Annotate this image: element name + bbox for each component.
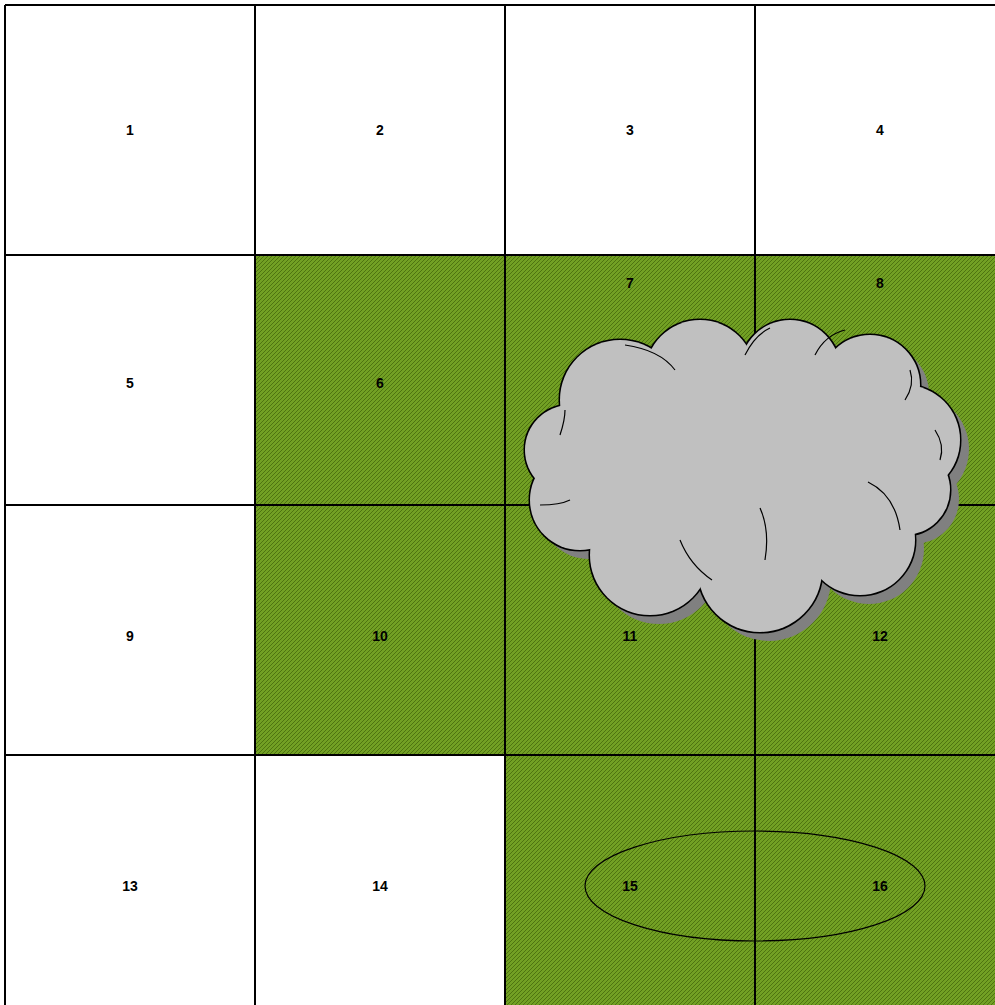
- cell-number: 5: [126, 375, 134, 391]
- cell-number: 8: [876, 275, 884, 291]
- grid-cell: 1: [5, 5, 255, 255]
- cloud-curls: [540, 328, 942, 580]
- cell-number: 10: [372, 628, 388, 644]
- grid-cell: 7: [505, 255, 755, 505]
- cell-number: 11: [623, 628, 638, 644]
- cell-number: 3: [626, 122, 634, 138]
- grid-cell: 8: [755, 255, 995, 505]
- cell-number: 2: [376, 122, 384, 138]
- grid-lines: [5, 5, 995, 1005]
- grid-cell: 4: [755, 5, 995, 255]
- grid-cell: 16: [755, 755, 995, 1005]
- grid-cell: 9: [5, 505, 255, 755]
- grid-cell: 3: [505, 5, 755, 255]
- grid-cell: 2: [255, 5, 505, 255]
- cell-number: 4: [876, 122, 884, 138]
- cell-number: 1: [126, 122, 134, 138]
- cell-number: 14: [372, 878, 388, 894]
- cloud-fill: [525, 320, 960, 632]
- grid-cell: 13: [5, 755, 255, 1005]
- cell-number: 16: [872, 878, 888, 894]
- cloud-outline: [525, 320, 960, 632]
- grid-cell: 15: [505, 755, 755, 1005]
- cell-number: 9: [126, 628, 134, 644]
- cell-number: 13: [122, 878, 138, 894]
- green-cells: [255, 255, 995, 1005]
- grid-cell: 6: [255, 255, 505, 505]
- grid-cell: 11: [505, 505, 755, 755]
- cell-number: 7: [626, 275, 634, 291]
- grid-cell: 10: [255, 505, 505, 755]
- grid-cell: 14: [255, 755, 505, 1005]
- grid-cell: 5: [5, 255, 255, 505]
- selection-ellipse: [585, 831, 925, 941]
- cell-number: 12: [872, 628, 888, 644]
- grid-cell: 12: [755, 505, 995, 755]
- cell-number: 15: [622, 878, 638, 894]
- cell-number: 6: [376, 375, 384, 391]
